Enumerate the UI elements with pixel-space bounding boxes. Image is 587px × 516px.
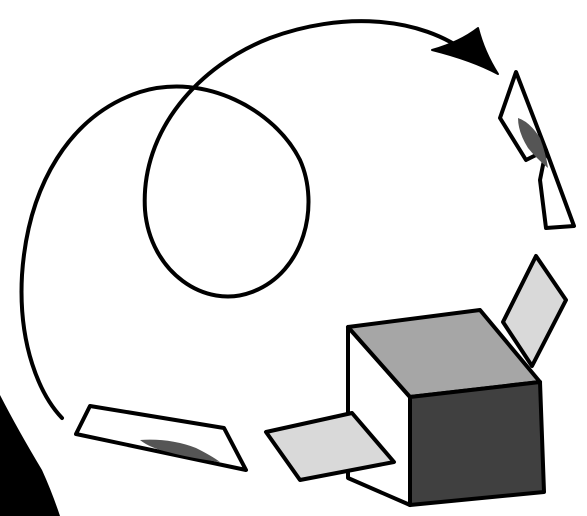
paper-sheet-left: [264, 411, 396, 482]
arrowhead-icon: [431, 27, 499, 75]
corner-shadow: [0, 395, 60, 516]
paper-sheet-right: [501, 254, 568, 368]
strip-scrap-shade: [518, 118, 548, 168]
cube-right-face: [408, 380, 546, 507]
bottom-strip: [74, 404, 248, 472]
twisted-strip-lower: [538, 148, 576, 230]
trajectory-loop-curve: [19, 19, 472, 420]
bottom-strip-scrap-shade: [140, 439, 220, 462]
